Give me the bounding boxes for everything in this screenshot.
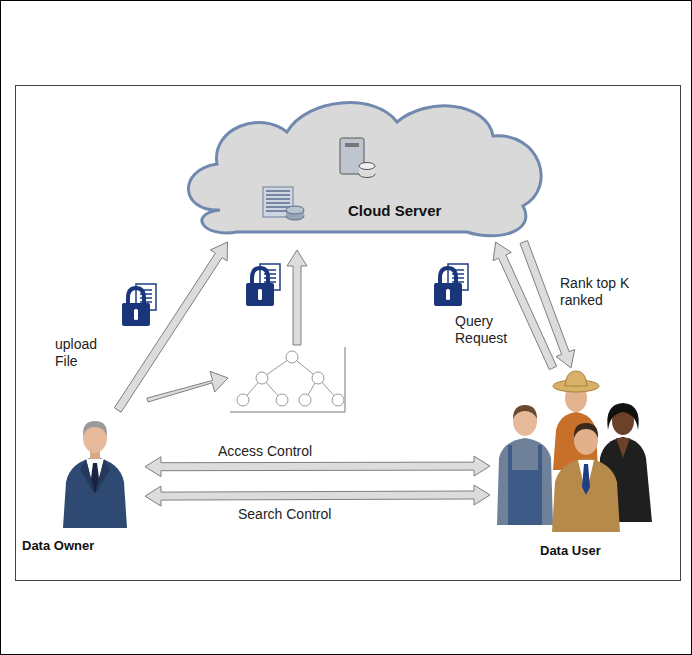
- server-icon: [263, 187, 304, 220]
- index-tree: [230, 347, 345, 412]
- flow-arrow: [145, 456, 490, 477]
- edge-label: upload File: [55, 336, 107, 370]
- lock-icon: [246, 264, 280, 306]
- cloud-outline: [188, 103, 541, 236]
- lock-icon: [122, 284, 156, 326]
- edge-label: Access Control: [218, 443, 348, 460]
- flow-arrow: [114, 242, 227, 412]
- lock-icon: [434, 264, 468, 306]
- edge-label: Rank top K ranked: [560, 275, 644, 309]
- node-label: Cloud Server: [348, 202, 441, 219]
- node-label: Data Owner: [22, 538, 94, 553]
- node-label: Data User: [540, 543, 601, 558]
- owner-node: Data Owner: [15, 410, 145, 557]
- user-figures: [497, 371, 652, 532]
- flow-arrow: [145, 485, 490, 506]
- edge-label: Query Request: [455, 313, 513, 347]
- tower-icon: [340, 138, 375, 178]
- user-node: Data User: [490, 368, 670, 563]
- owner-figure: [63, 421, 127, 528]
- edge-label: Search Control: [238, 506, 368, 523]
- cloud-shape: [175, 92, 550, 242]
- cloud-node: Cloud Server: [175, 92, 550, 242]
- inner-frame: [16, 86, 681, 581]
